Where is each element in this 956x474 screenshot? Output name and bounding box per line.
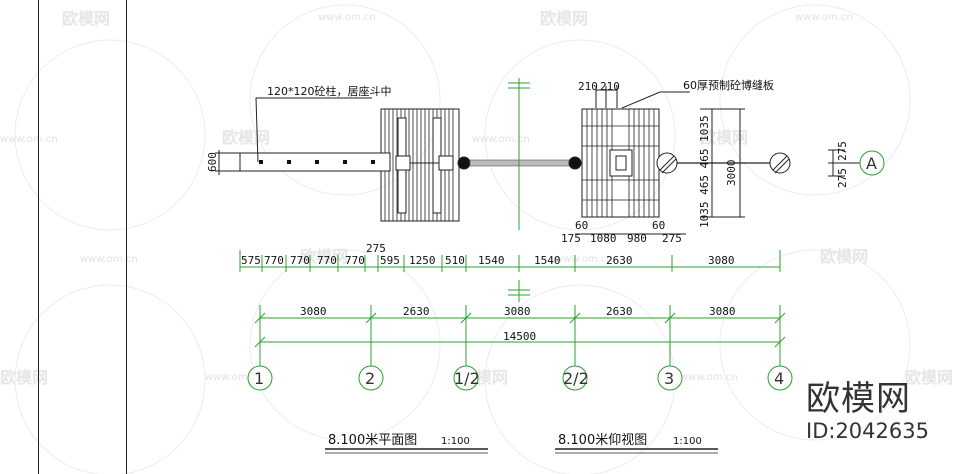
ridge-rod bbox=[469, 159, 571, 167]
dim-510: 510 bbox=[445, 254, 465, 267]
watermark-url: www.om.cn bbox=[680, 372, 738, 383]
title-left-underline bbox=[325, 448, 488, 454]
watermark-ring bbox=[719, 4, 911, 196]
dim-770-c: 770 bbox=[317, 254, 337, 267]
axis-label-2-2: 2/2 bbox=[563, 369, 589, 388]
watermark-ring bbox=[719, 249, 911, 441]
watermark-url: www.om.cn bbox=[80, 254, 138, 265]
depth-dim: 600 bbox=[206, 152, 219, 172]
axis-label-1: 1 bbox=[254, 369, 264, 388]
scale-right: 1:100 bbox=[673, 436, 702, 447]
bottom-dim-1: 175 bbox=[561, 232, 581, 245]
small-60-left: 60 bbox=[575, 219, 588, 232]
title-left: 8.100米平面图 bbox=[328, 433, 417, 448]
connection-node bbox=[568, 156, 582, 170]
column-note: 120*120砼柱，居座斗中 bbox=[267, 84, 392, 98]
watermark-ring bbox=[14, 284, 206, 474]
brand-name: 欧模网 bbox=[806, 379, 911, 419]
beam-columns bbox=[259, 160, 375, 164]
axis-bubble-1-2 bbox=[453, 365, 479, 391]
small-60-right: 60 bbox=[652, 219, 665, 232]
axis-label-1-2: 1/2 bbox=[454, 369, 480, 388]
dim-575: 575 bbox=[241, 254, 261, 267]
watermark-url: www.om.cn bbox=[318, 12, 376, 23]
axis-bubbles bbox=[247, 365, 793, 391]
axis-dim-5: 3080 bbox=[709, 305, 736, 318]
left-plan bbox=[215, 97, 571, 222]
bottom-dim-3: 980 bbox=[627, 232, 647, 245]
slab-leader bbox=[621, 91, 690, 109]
dim-770-a: 770 bbox=[264, 254, 284, 267]
axis-dim-4: 2630 bbox=[606, 305, 633, 318]
dim-row-axes bbox=[254, 305, 786, 366]
connection-node bbox=[457, 156, 471, 170]
dim-1540-left: 1540 bbox=[478, 254, 505, 267]
dim-row-detail bbox=[239, 250, 781, 272]
watermark-url: www.om.cn bbox=[472, 134, 530, 145]
watermark-text: 欧模网 bbox=[540, 9, 588, 28]
axis-bubble-3 bbox=[657, 365, 683, 391]
watermark-url: www.om.cn bbox=[205, 372, 263, 383]
brand-id: ID:2042635 bbox=[806, 419, 929, 443]
watermark-ring bbox=[14, 39, 206, 231]
dim-1250: 1250 bbox=[409, 254, 436, 267]
height-dim: 3000 bbox=[725, 160, 738, 187]
dim-3080: 3080 bbox=[708, 254, 735, 267]
dim-770-b: 770 bbox=[290, 254, 310, 267]
slab-note: 60厚预制砼博缝板 bbox=[683, 78, 774, 92]
side-dims: 1035 465 465 1035 bbox=[698, 115, 711, 228]
axis-bubble-4 bbox=[767, 365, 793, 391]
dim-2630: 2630 bbox=[606, 254, 633, 267]
center-axis bbox=[508, 78, 530, 302]
dim-1540-right: 1540 bbox=[534, 254, 561, 267]
watermark-text: 欧模网 bbox=[62, 9, 110, 28]
axis-label-a: A bbox=[866, 154, 877, 173]
axis-dim-2: 2630 bbox=[403, 305, 430, 318]
axis-label-4: 4 bbox=[774, 369, 784, 388]
scale-left: 1:100 bbox=[441, 436, 470, 447]
watermark-url: www.om.cn bbox=[795, 12, 853, 23]
watermark-ring bbox=[249, 4, 441, 196]
top-dim-2: 210 bbox=[600, 80, 620, 93]
watermark-ring bbox=[249, 249, 441, 441]
axis-label-2: 2 bbox=[365, 369, 375, 388]
bottom-dim-2: 1080 bbox=[590, 232, 617, 245]
watermark-text-layer: 欧模网 www.om.cn 欧模网 www.om.cn www.om.cn 欧模… bbox=[0, 9, 953, 387]
watermark-text: 欧模网 bbox=[0, 368, 48, 387]
axis-bubble-1 bbox=[247, 365, 273, 391]
axis-label-3: 3 bbox=[664, 369, 674, 388]
axis-a-dim-2: 275 bbox=[836, 168, 849, 188]
watermark-url: www.om.cn bbox=[555, 254, 613, 265]
watermark-text: 欧模网 bbox=[222, 128, 270, 147]
sheet-border bbox=[38, 0, 127, 474]
title-right: 8.100米仰视图 bbox=[558, 433, 647, 448]
dim-595: 595 bbox=[380, 254, 400, 267]
dim-770-d: 770 bbox=[345, 254, 365, 267]
watermark-ring bbox=[484, 39, 676, 231]
axis-bubble-a bbox=[859, 150, 885, 176]
title-right-underline bbox=[555, 448, 718, 454]
axis-bubble-2-2 bbox=[562, 365, 588, 391]
bottom-dim-4: 275 bbox=[662, 232, 682, 245]
watermark-text: 欧模网 bbox=[905, 368, 953, 387]
watermark-url: www.om.cn bbox=[0, 134, 58, 145]
watermark-layer bbox=[14, 4, 911, 474]
axis-a-dim-1: 275 bbox=[836, 141, 849, 161]
note-leader bbox=[255, 97, 372, 163]
top-dim-1: 210 bbox=[578, 80, 598, 93]
watermark-text: 欧模网 bbox=[820, 247, 868, 266]
total-dim: 14500 bbox=[503, 330, 536, 343]
watermark-text: 欧模网 bbox=[300, 247, 348, 266]
dim-275: 275 bbox=[366, 242, 386, 255]
right-plan bbox=[568, 86, 860, 235]
axis-bubble-2 bbox=[358, 365, 384, 391]
axis-dim-3: 3080 bbox=[504, 305, 531, 318]
axis-dim-1: 3080 bbox=[300, 305, 327, 318]
